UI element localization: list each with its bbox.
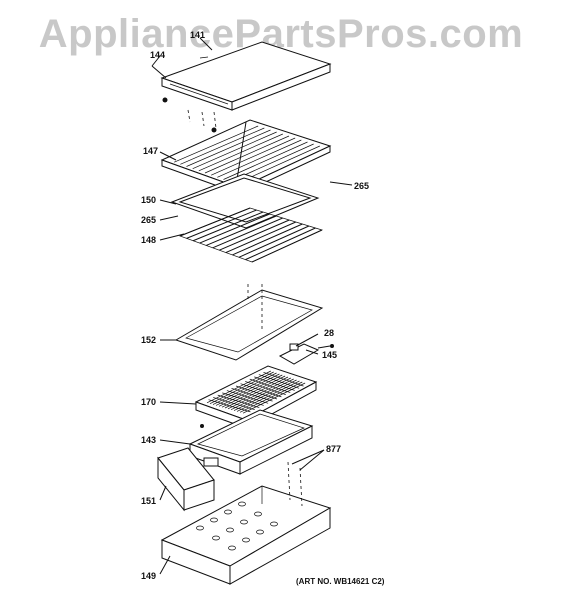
vent-hole: [224, 509, 232, 515]
rack-bar: [225, 221, 297, 254]
vent-hole: [226, 527, 234, 533]
igniter-assembly: [278, 343, 334, 365]
vent-hole: [254, 511, 262, 517]
grate-bar: [204, 135, 290, 174]
label-28: 28: [324, 328, 334, 338]
label-149: 149: [141, 571, 156, 581]
rack-bar: [219, 219, 290, 251]
element-grid-line: [240, 383, 282, 398]
label-152: 152: [141, 335, 156, 345]
label-265-upper: 265: [354, 181, 369, 191]
label-147: 147: [143, 146, 158, 156]
label-141: 141: [190, 30, 205, 40]
burner-tray: [188, 409, 314, 475]
rack-bar: [212, 217, 283, 249]
art-number: (ART NO. WB14621 C2): [296, 577, 385, 586]
element-grid-line: [208, 399, 251, 413]
grate-frame: [170, 173, 320, 229]
lower-rack: [179, 207, 323, 263]
element-grid-line: [245, 381, 286, 396]
label-144: 144: [150, 50, 165, 60]
element-grid-line: [235, 385, 278, 400]
label-877: 877: [326, 444, 341, 454]
vent-hole: [210, 517, 218, 523]
vent-hole: [256, 529, 264, 535]
label-170: 170: [141, 397, 156, 407]
grate-bar: [217, 139, 302, 178]
leader-lines: [151, 37, 353, 575]
grate-bar: [186, 129, 271, 167]
element-grid-line: [258, 374, 300, 389]
element-grid-line: [217, 394, 260, 408]
rack-bar: [186, 209, 257, 239]
rack-bar: [199, 213, 270, 244]
grate-bar: [192, 131, 277, 169]
vent-hole: [238, 501, 246, 507]
vent-hole: [240, 519, 248, 525]
element-grid-line: [263, 371, 304, 387]
label-150: 150: [141, 195, 156, 205]
label-145: 145: [322, 350, 337, 360]
element-grid-line: [249, 378, 291, 393]
element-grid-line: [254, 376, 295, 391]
grate-bar: [180, 127, 265, 165]
drip-pan: [174, 284, 324, 361]
enclosure-box: [160, 461, 332, 585]
vent-hole: [228, 545, 236, 551]
cover-plate: [160, 41, 332, 133]
label-143: 143: [141, 435, 156, 445]
label-265-lower: 265: [141, 215, 156, 225]
rack-bar: [205, 215, 277, 246]
rack-bar: [245, 227, 316, 261]
vent-hole: [242, 537, 250, 543]
rack-bar: [238, 225, 310, 258]
vent-hole: [196, 525, 204, 531]
element-grid-line: [226, 390, 269, 404]
front-bracket: [157, 447, 215, 512]
grate-bar: [211, 137, 296, 176]
label-148: 148: [141, 235, 156, 245]
element-grid-line: [222, 392, 264, 406]
label-151: 151: [141, 496, 156, 506]
vent-hole: [212, 535, 220, 541]
rack-bar: [192, 211, 264, 242]
element-grid-line: [231, 387, 273, 402]
vent-hole: [270, 521, 278, 527]
rack-bar: [232, 223, 303, 256]
element-grid-line: [213, 397, 255, 411]
